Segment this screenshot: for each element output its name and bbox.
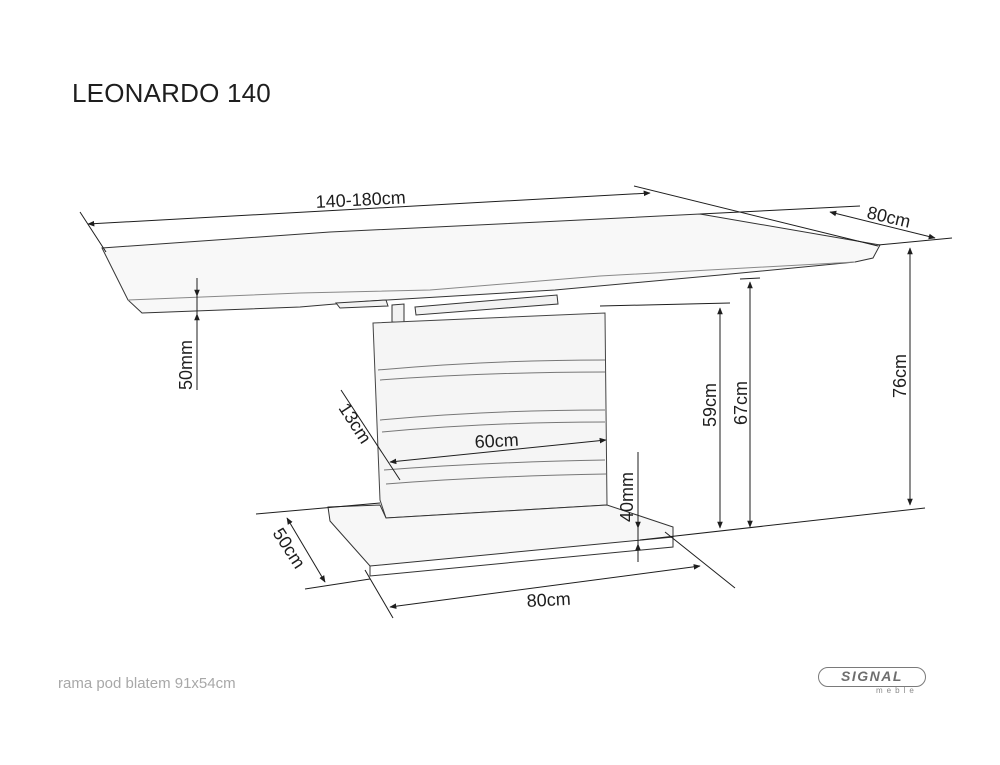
dim-column-width-label: 60cm: [474, 430, 519, 452]
tabletop: [101, 213, 881, 314]
dim-base-depth-label: 50cm: [269, 524, 310, 572]
logo-brand: SIGNAL: [841, 668, 903, 684]
base-plate: [327, 504, 674, 577]
brand-logo: SIGNAL meble: [818, 667, 928, 697]
dim-height-total-label: 76cm: [890, 354, 910, 398]
dim-column-depth-label: 13cm: [335, 399, 376, 447]
dim-length-label: 140-180cm: [315, 187, 406, 212]
frame-size-note: rama pod blatem 91x54cm: [58, 675, 236, 692]
top-frame: [335, 294, 559, 323]
product-title: LEONARDO 140: [72, 78, 271, 108]
dim-top-thickness-label: 50mm: [176, 340, 196, 390]
dim-height-frame-label: 67cm: [731, 381, 751, 425]
logo-subtitle: meble: [876, 686, 918, 695]
dim-depth-label: 80cm: [865, 202, 912, 231]
dim-base-width-label: 80cm: [526, 589, 571, 611]
column: [372, 312, 608, 519]
dimension-lines: [79, 185, 953, 619]
dim-height-column-label: 59cm: [700, 383, 720, 427]
dim-base-thickness-label: 40mm: [617, 472, 637, 522]
logo-outline: [818, 667, 926, 687]
